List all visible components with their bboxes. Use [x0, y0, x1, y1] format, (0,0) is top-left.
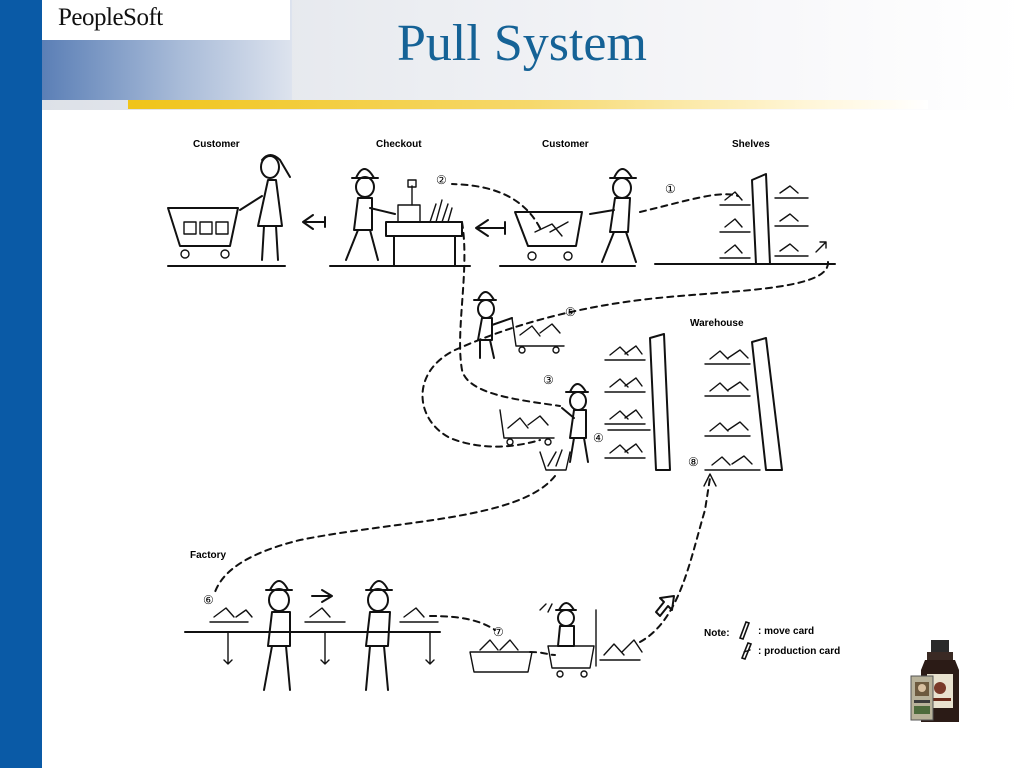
flow-arrow-left-2 — [475, 219, 506, 237]
bin-and-worker-7-figure — [469, 602, 643, 678]
step-marker-7: ⑦ — [493, 625, 504, 639]
shelves-unit — [719, 173, 827, 265]
label-factory: Factory — [190, 550, 227, 561]
move-card-icon — [738, 620, 751, 641]
slide-title: Pull System — [397, 15, 647, 72]
step-marker-1: ① — [665, 182, 676, 196]
legend-production-card: : production card — [758, 646, 840, 657]
production-card-icon — [740, 642, 753, 660]
warehouse-racks — [604, 333, 783, 471]
step-marker-4: ④ — [593, 431, 604, 445]
checkout-clerk-figure — [345, 168, 463, 266]
worker-3-4-figure — [499, 383, 589, 471]
top-ground-lines — [167, 263, 836, 267]
flow-arrow-up-right — [655, 595, 675, 617]
legend-move-card: : move card — [758, 626, 814, 637]
customer-left-figure — [167, 154, 291, 261]
step-marker-5: ⑤ — [565, 305, 576, 319]
header-accent-line — [128, 100, 928, 109]
product-bottle-image — [910, 640, 959, 722]
legend-note: Note: — [704, 628, 730, 639]
label-customer-left: Customer — [193, 139, 240, 150]
step-marker-8: ⑧ — [688, 455, 699, 469]
label-shelves: Shelves — [732, 139, 770, 150]
label-customer-right: Customer — [542, 139, 589, 150]
logo-box — [42, 0, 290, 40]
step-marker-2: ② — [436, 173, 447, 187]
flow-arrow-left-1 — [302, 214, 326, 230]
left-sidebar-bar — [0, 0, 42, 768]
worker-cart-5-figure — [473, 291, 565, 359]
peoplesoft-logo: PeopleSoft — [58, 4, 163, 31]
label-warehouse: Warehouse — [690, 318, 744, 329]
step-marker-6: ⑥ — [203, 593, 214, 607]
factory-line — [184, 580, 441, 691]
card-legend: Note: : move card : production card — [704, 620, 840, 660]
customer-right-figure — [514, 168, 637, 263]
label-checkout: Checkout — [376, 139, 422, 150]
step-marker-3: ③ — [543, 373, 554, 387]
